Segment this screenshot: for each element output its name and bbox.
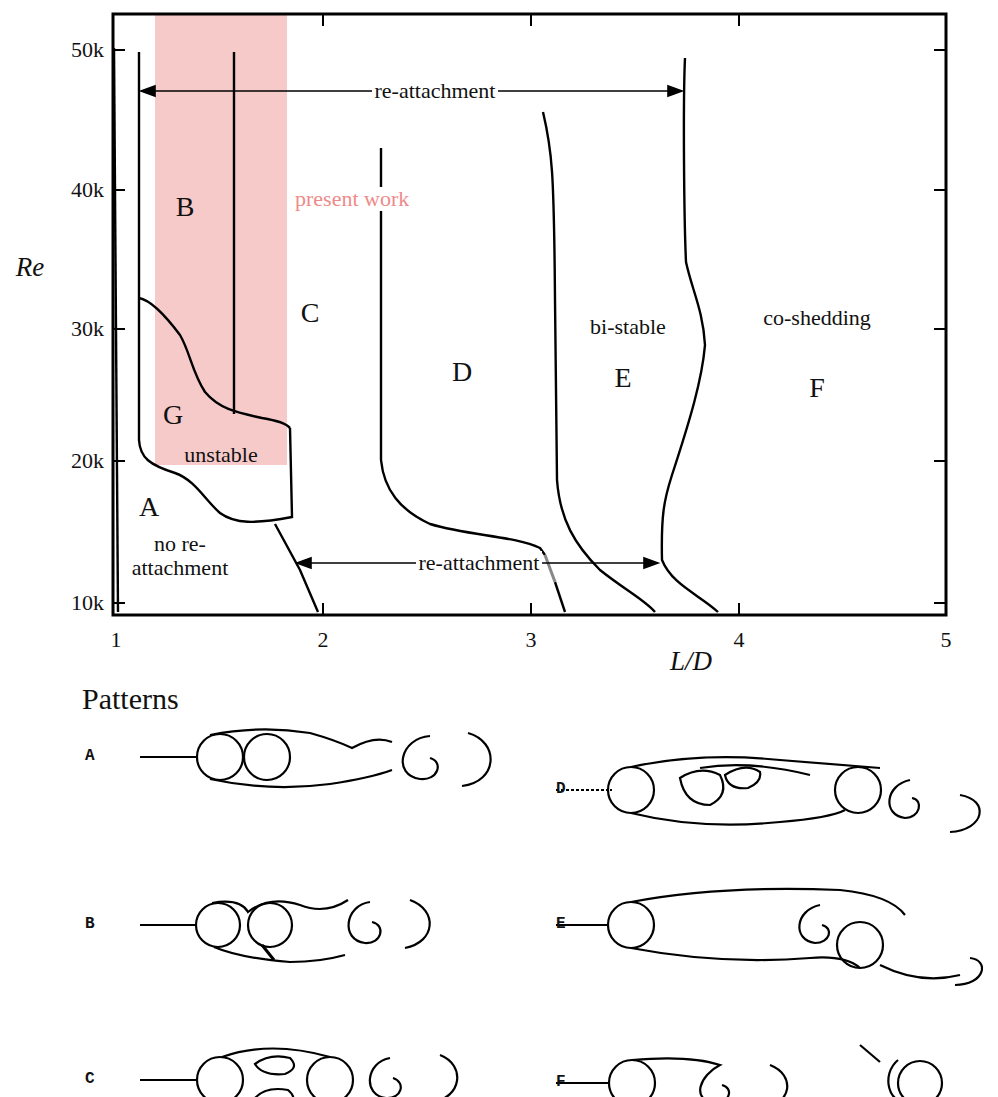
region-note: bi-stable (590, 315, 666, 339)
grey-boundary-segment (545, 555, 555, 582)
reattachment-arrows (141, 86, 682, 568)
tick-label: 2 (318, 628, 329, 652)
tick-label: 30k (71, 317, 104, 341)
region-note: re-attachment (416, 551, 543, 575)
section-heading: Patterns (82, 682, 179, 715)
axis-label: L/D (670, 647, 712, 677)
region-letter: A (139, 492, 159, 523)
tick-label: 50k (71, 38, 104, 62)
region-letter: D (452, 357, 472, 388)
regime-boundaries (114, 48, 718, 612)
tick-label: 40k (71, 178, 104, 202)
tick-label: 1 (111, 628, 122, 652)
plot-frame (113, 14, 946, 615)
ticks (113, 14, 946, 615)
tick-label: 4 (734, 628, 745, 652)
pattern-letter: C (85, 1071, 95, 1089)
region-letter: G (163, 400, 183, 431)
region-letter: E (614, 363, 631, 394)
axis-label: Re (16, 253, 44, 283)
band-label: present work (292, 187, 412, 211)
region-note: re-attachment (372, 79, 499, 103)
region-letter: C (301, 298, 320, 329)
pattern-letter: A (85, 748, 95, 766)
pattern-sketches (140, 729, 982, 1097)
present-work-band (155, 14, 287, 465)
region-note: no re-attachment (116, 532, 244, 580)
pattern-letter: D (556, 781, 566, 799)
tick-label: 20k (71, 449, 104, 473)
pattern-letter: F (556, 1074, 566, 1092)
pattern-letter: E (556, 916, 566, 934)
region-letter: F (809, 373, 825, 404)
tick-label: 5 (941, 628, 952, 652)
region-note: co-shedding (763, 306, 871, 330)
tick-label: 10k (71, 591, 104, 615)
region-note: unstable (184, 443, 257, 467)
tick-label: 3 (526, 628, 537, 652)
pattern-letter: B (85, 916, 95, 934)
region-letter: B (176, 192, 195, 223)
